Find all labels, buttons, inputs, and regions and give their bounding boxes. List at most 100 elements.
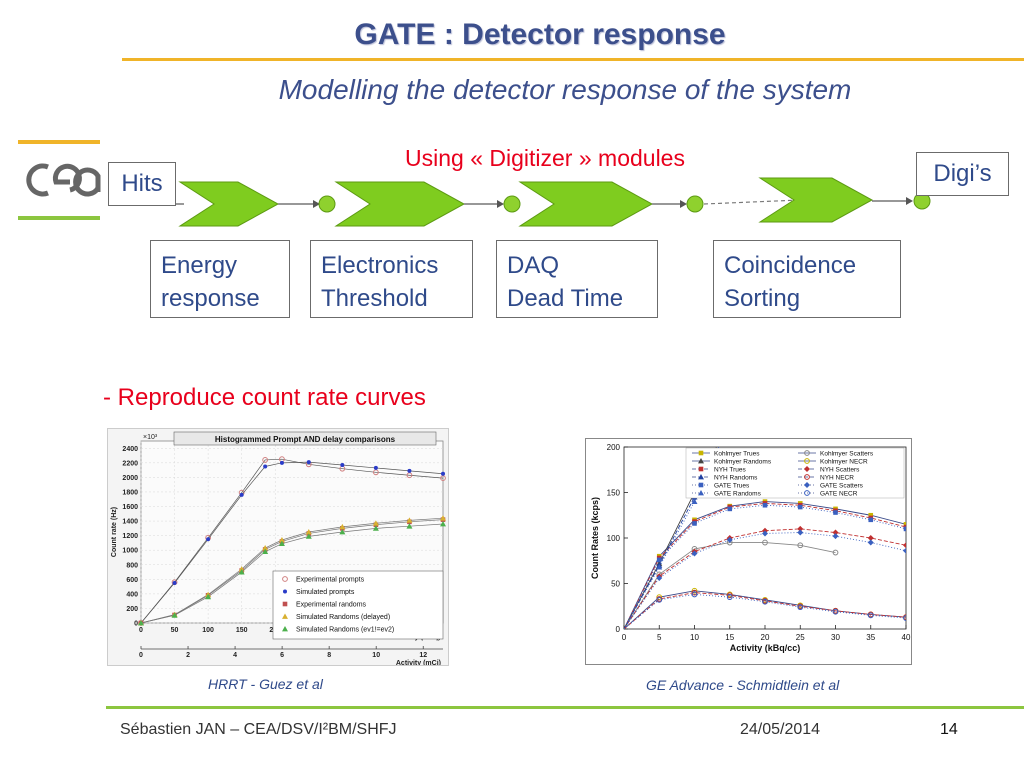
data-point <box>726 594 733 601</box>
data-point <box>372 520 379 526</box>
caption-left: HRRT - Guez et al <box>208 676 323 692</box>
data-point <box>691 587 698 594</box>
x-tick-label: 15 <box>725 633 734 642</box>
y-tick-label: 150 <box>607 489 621 498</box>
y-tick-label: 1600 <box>122 504 138 511</box>
data-point <box>306 460 311 465</box>
data-point <box>692 521 697 526</box>
digis-box: Digi’s <box>916 152 1009 196</box>
data-point <box>797 529 804 536</box>
data-point <box>656 564 663 570</box>
data-point <box>205 593 212 600</box>
y-tick-label: 800 <box>126 562 138 569</box>
legend-label: NYH NECR <box>820 475 854 482</box>
module-line2: Sorting <box>724 285 801 312</box>
x2-tick-label: 4 <box>233 652 237 659</box>
x-tick-label: 150 <box>236 627 248 634</box>
y-tick-label: 50 <box>611 580 620 589</box>
x-tick-label: 35 <box>866 633 875 642</box>
digitizer-pipeline <box>172 177 931 227</box>
series-line <box>140 458 444 624</box>
x2-tick-label: 10 <box>372 652 380 659</box>
hrrt-count-rate-chart: 0200400600800100012001400160018002000220… <box>107 428 449 666</box>
data-point <box>726 536 733 543</box>
data-point <box>832 608 839 615</box>
y-tick-label: 0 <box>616 625 621 634</box>
hits-box: Hits <box>108 162 176 206</box>
series-line <box>624 592 906 629</box>
legend-label: Kohlmyer Randoms <box>714 459 772 466</box>
legend-marker <box>698 466 704 472</box>
legend-label: Kohlmyer NECR <box>820 459 868 466</box>
data-point <box>239 492 244 497</box>
series-9 <box>624 529 906 629</box>
slide-title: GATE : Detector response <box>354 18 726 51</box>
cea-logo <box>18 140 101 220</box>
caption-right: GE Advance - Schmidtlein et al <box>646 677 840 693</box>
module-line1: Coincidence <box>724 252 857 279</box>
data-point <box>406 517 413 523</box>
x-tick-label: 5 <box>657 633 662 642</box>
module-line2: response <box>161 285 260 312</box>
legend-marker <box>283 589 287 594</box>
data-point <box>279 460 284 465</box>
series-line <box>624 593 906 629</box>
legend-marker <box>804 490 810 496</box>
legend-label: Experimental randoms <box>296 602 367 609</box>
series-line <box>624 502 906 629</box>
x-tick-label: 0 <box>139 627 143 634</box>
data-point <box>406 523 413 529</box>
data-point <box>238 566 245 572</box>
footer-author: Sébastien JAN – CEA/DSV/I²BM/SHFJ <box>120 721 397 738</box>
series-line <box>624 532 906 629</box>
legend-marker <box>804 466 810 472</box>
legend-box <box>685 447 905 499</box>
data-point <box>691 591 698 598</box>
data-point <box>833 510 838 515</box>
x-tick-label: 20 <box>761 633 770 642</box>
data-point <box>206 537 211 542</box>
data-point <box>691 589 698 596</box>
data-point <box>305 529 312 535</box>
title-divider <box>122 58 1024 61</box>
legend-marker <box>282 576 288 582</box>
data-point <box>762 598 768 605</box>
footer-divider <box>106 706 1024 709</box>
module-line1: Electronics <box>321 252 439 279</box>
legend-marker <box>804 450 810 456</box>
data-point <box>278 540 285 547</box>
module-arrow-4 <box>758 177 874 223</box>
page-number: 14 <box>940 721 958 738</box>
data-point <box>832 529 839 536</box>
legend-label: Kohlmyer Trues <box>714 451 760 458</box>
y-tick-label: 0 <box>134 621 138 628</box>
x-tick-label: 40 <box>902 633 911 642</box>
module-box-electronics: Electronics Threshold <box>310 240 473 318</box>
data-point <box>171 612 178 618</box>
data-point <box>656 557 662 563</box>
data-point <box>262 548 269 555</box>
legend-marker <box>282 613 288 619</box>
module-box-coincidence: Coincidence Sorting <box>713 240 901 318</box>
data-point <box>262 545 269 551</box>
data-point <box>797 525 804 532</box>
data-point <box>278 537 285 543</box>
data-point <box>339 523 346 530</box>
data-point <box>691 498 698 504</box>
y-tick-label: 2400 <box>122 446 138 453</box>
data-point <box>373 465 378 470</box>
junction-node-2 <box>503 195 521 213</box>
module-line1: DAQ <box>507 252 560 279</box>
x-tick-label: 25 <box>796 633 805 642</box>
x-tick-label: 30 <box>831 633 840 642</box>
x-tick-label: 0 <box>622 633 627 642</box>
y-tick-label: 100 <box>607 534 621 543</box>
x2-tick-label: 8 <box>327 652 331 659</box>
module-box-daq: DAQ Dead Time <box>496 240 658 318</box>
legend-box <box>272 570 444 640</box>
legend-label: NYH Scatters <box>820 467 860 474</box>
x2-tick-label: 0 <box>139 652 143 659</box>
